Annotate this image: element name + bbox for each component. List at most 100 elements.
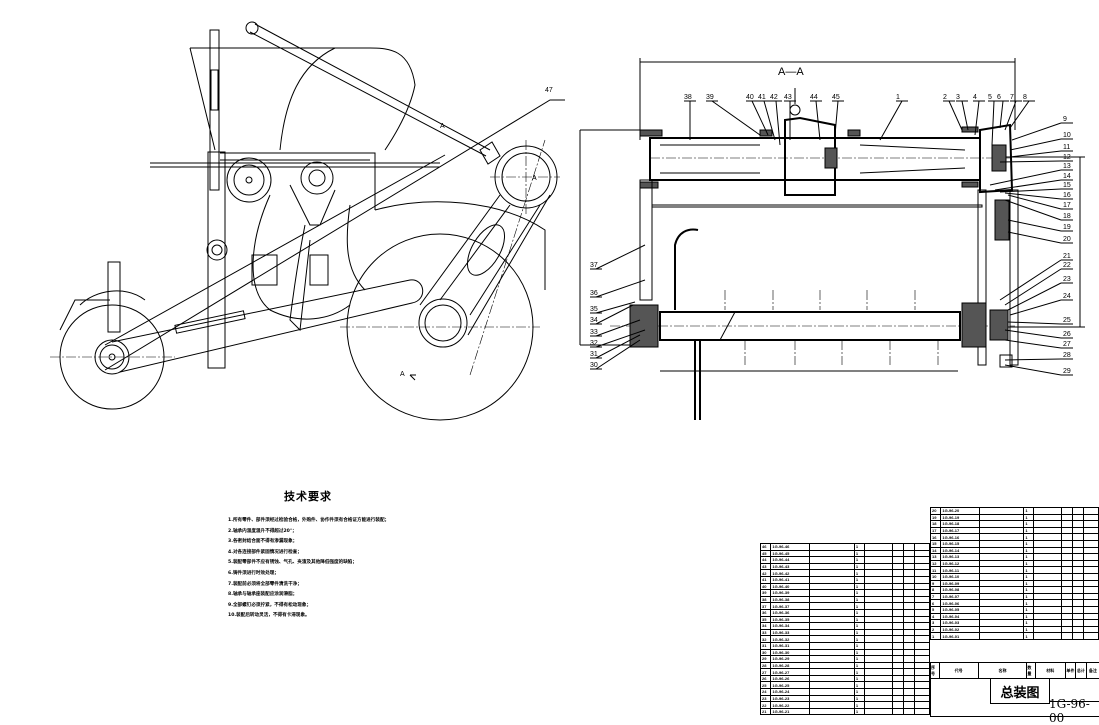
tech-requirement-item: 2.轴承内温度温升不得超过20°； — [228, 528, 297, 534]
bom-empty-cell — [891, 635, 905, 643]
leader-line — [590, 301, 636, 314]
tech-requirement-item: 3.各密封结合面不得有渗漏现象； — [228, 539, 298, 545]
part-number-label: 21 — [1063, 253, 1071, 260]
bom-empty-cell — [903, 622, 916, 630]
bom-empty-cell — [903, 688, 916, 696]
bom-empty-cell — [1083, 520, 1099, 528]
bom-cell: 22 — [759, 701, 772, 709]
bom-empty-cell — [1060, 520, 1074, 528]
bom-cell — [809, 582, 855, 591]
bom-cell: 37 — [759, 602, 772, 610]
bom-cell: 1G-96-22 — [770, 701, 811, 709]
bom-cell — [1033, 619, 1062, 627]
part-number-label: 9 — [1063, 116, 1067, 123]
bom-cell: 25 — [759, 681, 772, 690]
bom-cell: 6 — [929, 599, 942, 607]
part-number-label: 2 — [943, 94, 947, 101]
leader-line — [590, 279, 646, 298]
bom-empty-cell — [891, 595, 905, 604]
leader-line — [590, 329, 646, 348]
bom-cell — [809, 602, 855, 610]
bom-empty-cell — [891, 615, 905, 624]
bom-cell: 1G-96-43 — [770, 562, 811, 571]
bom-cell: 1G-96-08 — [940, 586, 981, 594]
bom-cell: 13 — [929, 553, 942, 561]
bom-cell: 20 — [929, 507, 942, 515]
part-number-label: 45 — [832, 94, 840, 101]
bom-cell: 5 — [929, 605, 942, 614]
bom-cell: 1G-96-38 — [770, 595, 811, 604]
part-number-label: 23 — [1063, 276, 1071, 283]
leader-line — [956, 100, 969, 131]
bom-empty-cell — [903, 575, 916, 584]
title-block: 序号代号名称数量材料单件总计备注 总装图 1G-96-00 — [930, 662, 1099, 725]
bom-empty-cell — [914, 622, 930, 630]
bom-cell: 1 — [853, 549, 865, 558]
leader-line — [943, 100, 963, 131]
bom-cell — [1033, 507, 1062, 515]
bom-empty-cell — [903, 569, 916, 577]
bom-empty-cell — [1060, 566, 1074, 574]
bom-cell: 1 — [1023, 559, 1035, 568]
bom-empty-cell — [1060, 507, 1074, 515]
bom-cell — [809, 575, 855, 584]
part-number-label: 7 — [1010, 94, 1014, 101]
bom-empty-cell — [1083, 579, 1099, 588]
part-number-label: 38 — [684, 94, 692, 101]
leader-line — [1004, 268, 1073, 306]
bom-cell: 32 — [759, 635, 772, 643]
bom-empty-cell — [1072, 559, 1085, 568]
bom-cell — [863, 701, 893, 709]
svg-text:A: A — [440, 123, 445, 130]
bom-cell — [863, 575, 893, 584]
bom-cell — [863, 569, 893, 577]
bom-header-cell: 材料 — [1036, 663, 1066, 678]
part-number-label: 35 — [590, 306, 598, 313]
bom-cell: 1 — [853, 575, 865, 584]
part-number-label: 13 — [1063, 163, 1071, 170]
bom-cell — [1033, 539, 1062, 548]
tech-requirement-item: 8.轴承与轴承座装配应涂润滑脂； — [228, 592, 298, 598]
svg-text:47: 47 — [545, 87, 553, 94]
bom-cell: 28 — [759, 661, 772, 670]
leader-line — [590, 334, 641, 359]
bom-empty-cell — [891, 602, 905, 610]
bom-cell: 29 — [759, 655, 772, 663]
part-number-label: 36 — [590, 290, 598, 297]
bom-cell: 1 — [1023, 592, 1035, 601]
part-number-label: 19 — [1063, 224, 1071, 231]
bom-cell — [979, 605, 1025, 614]
bom-cell — [1033, 526, 1062, 535]
bom-empty-cell — [914, 694, 930, 703]
leader-line — [879, 100, 908, 141]
bom-cell: 1 — [853, 562, 865, 571]
bom-cell: 1 — [853, 622, 865, 630]
bom-header-cell: 序号 — [931, 663, 940, 678]
tech-requirement-item: 4.对各连接部件紧固情况进行检查； — [228, 549, 302, 555]
bom-empty-cell — [1072, 507, 1085, 515]
bom-empty-cell — [1083, 599, 1099, 607]
bom-empty-cell — [914, 674, 930, 683]
bom-cell: 1G-96-11 — [940, 566, 981, 574]
drawing-code: 1G-96-00 — [1049, 697, 1099, 725]
bom-cell: 35 — [759, 615, 772, 624]
bom-cell — [863, 648, 893, 657]
bom-empty-cell — [1083, 586, 1099, 594]
bom-cell — [809, 635, 855, 643]
bom-empty-cell — [891, 582, 905, 591]
bom-cell: 1G-96-31 — [770, 641, 811, 650]
bom-cell — [1033, 546, 1062, 555]
bom-empty-cell — [891, 575, 905, 584]
bom-empty-cell — [914, 635, 930, 643]
leader-line — [1007, 231, 1073, 244]
